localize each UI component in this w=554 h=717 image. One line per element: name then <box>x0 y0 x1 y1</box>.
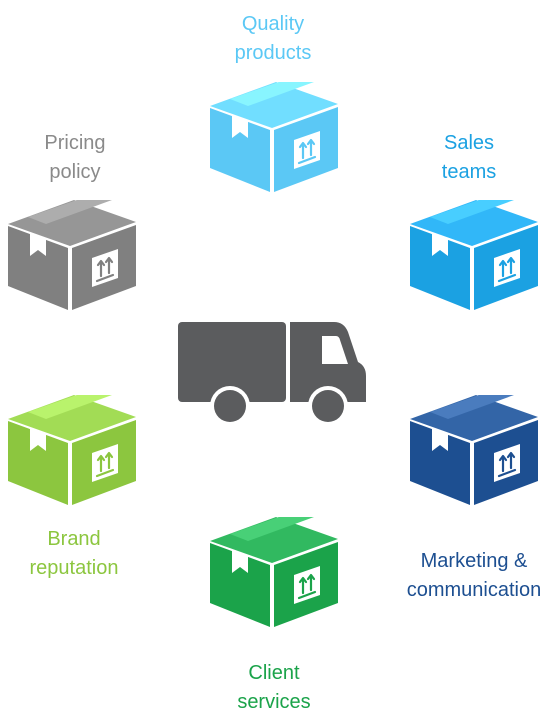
package-box-icon <box>410 200 538 310</box>
label-line: services <box>237 691 311 713</box>
label-line: communication <box>406 579 542 601</box>
box-client-services <box>210 517 338 627</box>
label-sales-teams: Sales teams <box>414 129 524 187</box>
delivery-truck <box>178 316 368 428</box>
label-quality-products: Quality products <box>213 10 333 68</box>
label-line: Quality <box>241 13 305 35</box>
label-line: Brand <box>47 528 101 550</box>
label-line: teams <box>441 161 497 183</box>
label-line: products <box>234 42 312 64</box>
label-pricing-policy: Pricing policy <box>15 129 135 187</box>
package-box-icon <box>8 200 136 310</box>
box-quality-products <box>210 82 338 192</box>
label-marketing-communication: Marketing & communication <box>394 547 554 605</box>
delivery-truck-icon <box>178 322 366 426</box>
label-client-services: Client services <box>214 659 334 717</box>
box-marketing-communication <box>410 395 538 505</box>
box-pricing-policy <box>8 200 136 310</box>
label-line: Client <box>248 662 300 684</box>
label-line: Marketing & <box>420 550 528 572</box>
label-line: Sales <box>443 132 495 154</box>
label-brand-reputation: Brand reputation <box>14 525 134 583</box>
package-box-icon <box>210 82 338 192</box>
box-brand-reputation <box>8 395 136 505</box>
label-line: reputation <box>29 557 119 579</box>
package-box-icon <box>410 395 538 505</box>
package-box-icon <box>210 517 338 627</box>
box-sales-teams <box>410 200 538 310</box>
label-line: policy <box>49 161 101 183</box>
package-box-icon <box>8 395 136 505</box>
label-line: Pricing <box>44 132 106 154</box>
